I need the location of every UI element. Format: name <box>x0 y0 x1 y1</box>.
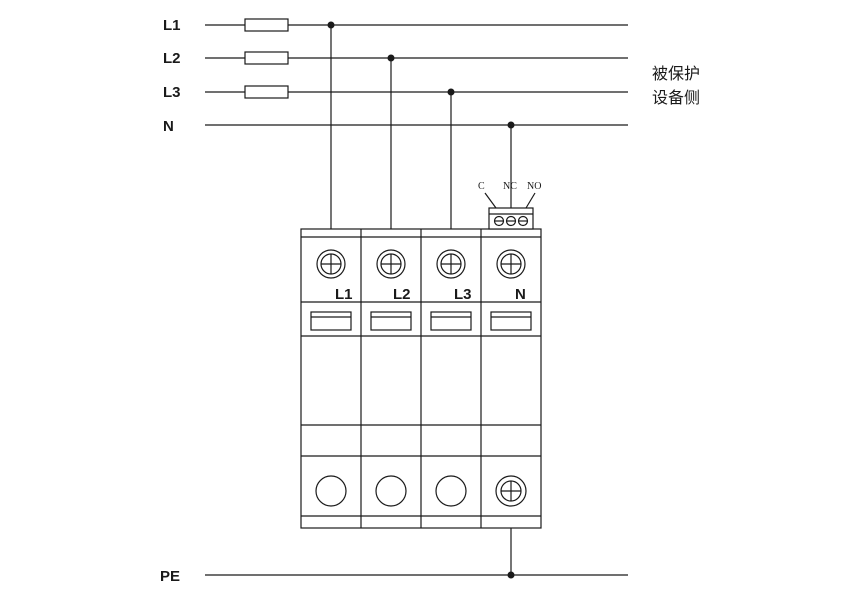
line-label-l3: L3 <box>163 84 181 101</box>
terminal-label-l2: L2 <box>393 286 411 303</box>
fuse-l3 <box>244 85 289 99</box>
junction-dot-l2 <box>387 54 395 62</box>
contact-label-no: NO <box>527 181 541 192</box>
status-window-l2 <box>370 311 412 331</box>
bottom-hole-2 <box>375 475 407 507</box>
terminal-screw-l2 <box>376 249 406 279</box>
status-window-l1 <box>310 311 352 331</box>
terminal-label-l3: L3 <box>454 286 472 303</box>
terminal-screw-l3 <box>436 249 466 279</box>
contact-label-c: C <box>478 181 485 192</box>
terminal-label-n: N <box>515 286 526 303</box>
junction-dot-l1 <box>327 21 335 29</box>
status-window-l3 <box>430 311 472 331</box>
protected-side-label-line1: 被保护 <box>652 64 700 83</box>
line-label-pe: PE <box>160 568 180 585</box>
junction-dot-n <box>507 121 515 129</box>
junction-dot-pe <box>507 571 515 579</box>
pe-terminal-screw <box>495 475 527 507</box>
junction-dot-l3 <box>447 88 455 96</box>
fuse-l2 <box>244 51 289 65</box>
status-window-n <box>490 311 532 331</box>
protected-side-label-line2: 设备侧 <box>652 88 700 107</box>
line-label-l2: L2 <box>163 50 181 67</box>
bottom-hole-3 <box>435 475 467 507</box>
terminal-label-l1: L1 <box>335 286 353 303</box>
bottom-hole-1 <box>315 475 347 507</box>
remote-contact-block <box>484 192 536 230</box>
terminal-screw-n <box>496 249 526 279</box>
line-label-n: N <box>163 118 174 135</box>
terminal-screw-l1 <box>316 249 346 279</box>
contact-label-nc: NC <box>503 181 517 192</box>
line-label-l1: L1 <box>163 17 181 34</box>
fuse-l1 <box>244 18 289 32</box>
